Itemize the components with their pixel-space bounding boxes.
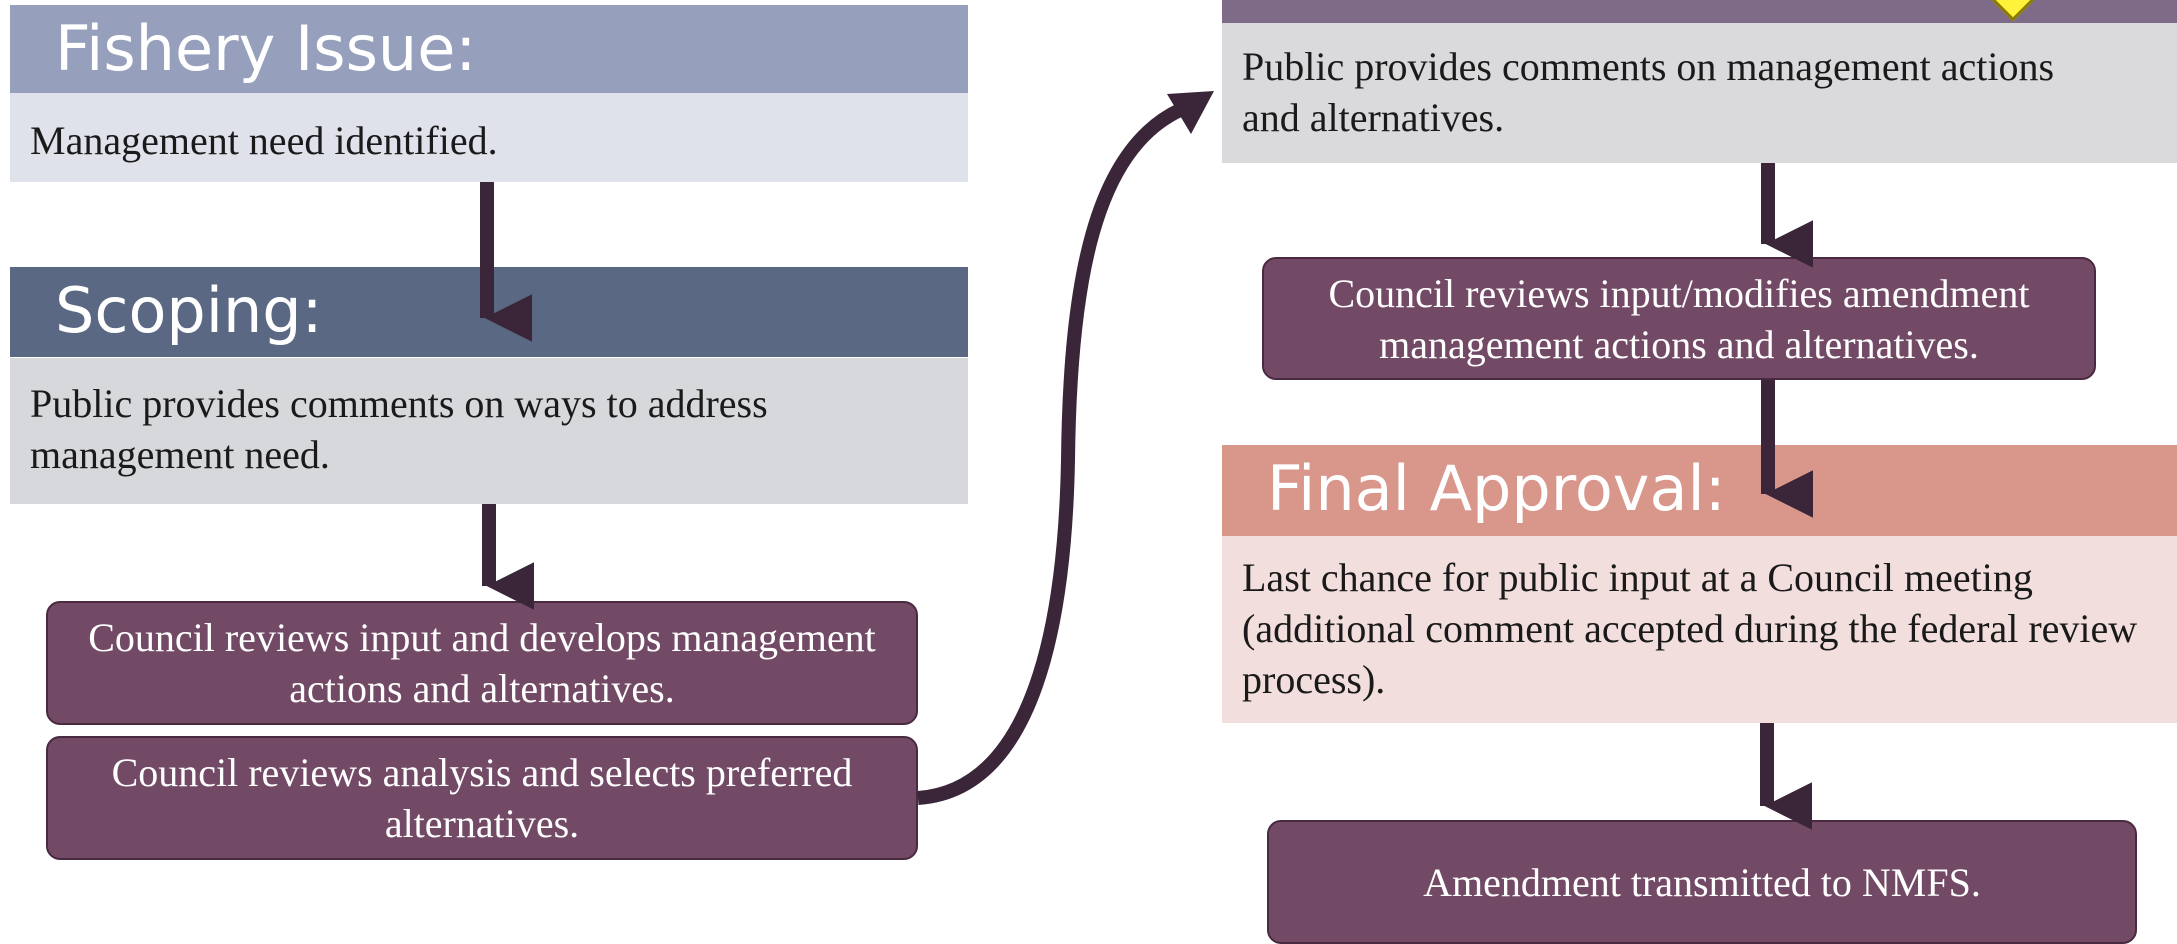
final-approval-text: Last chance for public input at a Counci… <box>1222 536 2177 723</box>
final-approval-block: Final Approval: Last chance for public i… <box>1222 445 2177 723</box>
council-develops-box: Council reviews input and develops manag… <box>46 601 918 725</box>
arrowhead-hearings-icon <box>1167 91 1214 134</box>
arrow-council-to-hearings <box>917 103 1184 805</box>
public-hearings-header <box>1222 0 2177 23</box>
fishery-issue-title: Fishery Issue: <box>10 5 968 93</box>
public-hearings-block: Public provides comments on management a… <box>1222 0 2177 163</box>
fishery-issue-text: Management need identified. <box>10 93 968 182</box>
scoping-text: Public provides comments on ways to addr… <box>10 358 968 504</box>
fishery-issue-block: Fishery Issue: Management need identifie… <box>10 5 968 182</box>
council-selects-box: Council reviews analysis and selects pre… <box>46 736 918 860</box>
final-approval-title: Final Approval: <box>1222 445 2177 536</box>
public-hearings-text: Public provides comments on management a… <box>1222 23 2177 163</box>
council-modifies-box: Council reviews input/modifies amendment… <box>1262 257 2096 380</box>
transmitted-box: Amendment transmitted to NMFS. <box>1267 820 2137 944</box>
